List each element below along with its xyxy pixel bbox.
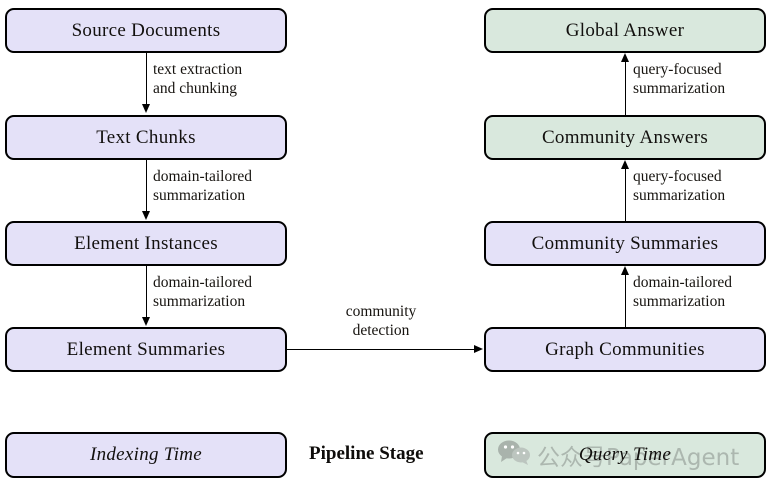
node-label: Text Chunks (96, 126, 196, 148)
arrow-summarize-2-head (141, 317, 150, 326)
node-global-answer: Global Answer (484, 8, 766, 53)
edge-label-line1: text extraction (153, 61, 243, 78)
arrow-query-focused-1-line (625, 62, 626, 115)
node-label: Source Documents (71, 19, 221, 41)
edge-label-line2: and chunking (153, 80, 237, 97)
edge-label-query-focused-1: query-focused summarization (633, 60, 725, 98)
edge-label-line2: summarization (633, 293, 726, 310)
legend-query-time: Query Time (484, 432, 766, 478)
edge-label-line1: domain-tailored (153, 168, 252, 185)
edge-label-line2: summarization (633, 80, 726, 97)
edge-label-domain-tailored: domain-tailored summarization (633, 273, 732, 311)
node-label: Global Answer (565, 19, 685, 41)
node-source-documents: Source Documents (5, 8, 287, 53)
edge-label-line2: detection (352, 322, 410, 339)
legend-label: Query Time (578, 444, 672, 465)
edge-label-line2: summarization (633, 187, 726, 204)
node-label: Graph Communities (545, 338, 705, 360)
arrow-summarize-2-line (146, 266, 147, 319)
node-community-summaries: Community Summaries (484, 221, 766, 266)
node-text-chunks: Text Chunks (5, 115, 287, 160)
edge-label-query-focused-2: query-focused summarization (633, 167, 725, 205)
node-community-answers: Community Answers (484, 115, 766, 160)
edge-label-extraction: text extraction and chunking (153, 60, 242, 98)
legend-indexing-time: Indexing Time (5, 432, 287, 478)
arrow-extraction-head (141, 104, 150, 113)
node-label: Element Instances (74, 232, 218, 254)
edge-label-community-detection: community detection (321, 302, 441, 340)
edge-label-line1: community (345, 303, 417, 320)
arrow-query-focused-1-head (620, 53, 629, 62)
arrow-domain-tailored-head (620, 266, 629, 275)
node-label: Community Answers (541, 126, 709, 148)
edge-label-summarize-2: domain-tailored summarization (153, 273, 252, 311)
arrow-summarize-1-head (141, 211, 150, 220)
arrow-community-detection-line (287, 349, 475, 350)
arrow-community-detection-head (474, 344, 483, 353)
edge-label-line1: query-focused (633, 61, 722, 78)
edge-label-summarize-1: domain-tailored summarization (153, 167, 252, 205)
node-label: Element Summaries (66, 338, 226, 360)
legend-pipeline-stage: Pipeline Stage (309, 443, 424, 464)
arrow-query-focused-2-line (625, 169, 626, 221)
edge-label-line1: query-focused (633, 168, 722, 185)
node-graph-communities: Graph Communities (484, 327, 766, 372)
arrow-domain-tailored-line (625, 275, 626, 327)
edge-label-line1: domain-tailored (153, 274, 252, 291)
node-label: Community Summaries (531, 232, 719, 254)
arrow-summarize-1-line (146, 160, 147, 213)
arrow-extraction-line (146, 53, 147, 106)
legend-label: Indexing Time (89, 444, 203, 465)
edge-label-line2: summarization (153, 293, 246, 310)
node-element-summaries: Element Summaries (5, 327, 287, 372)
edge-label-line1: domain-tailored (633, 274, 732, 291)
node-element-instances: Element Instances (5, 221, 287, 266)
arrow-query-focused-2-head (620, 160, 629, 169)
edge-label-line2: summarization (153, 187, 246, 204)
